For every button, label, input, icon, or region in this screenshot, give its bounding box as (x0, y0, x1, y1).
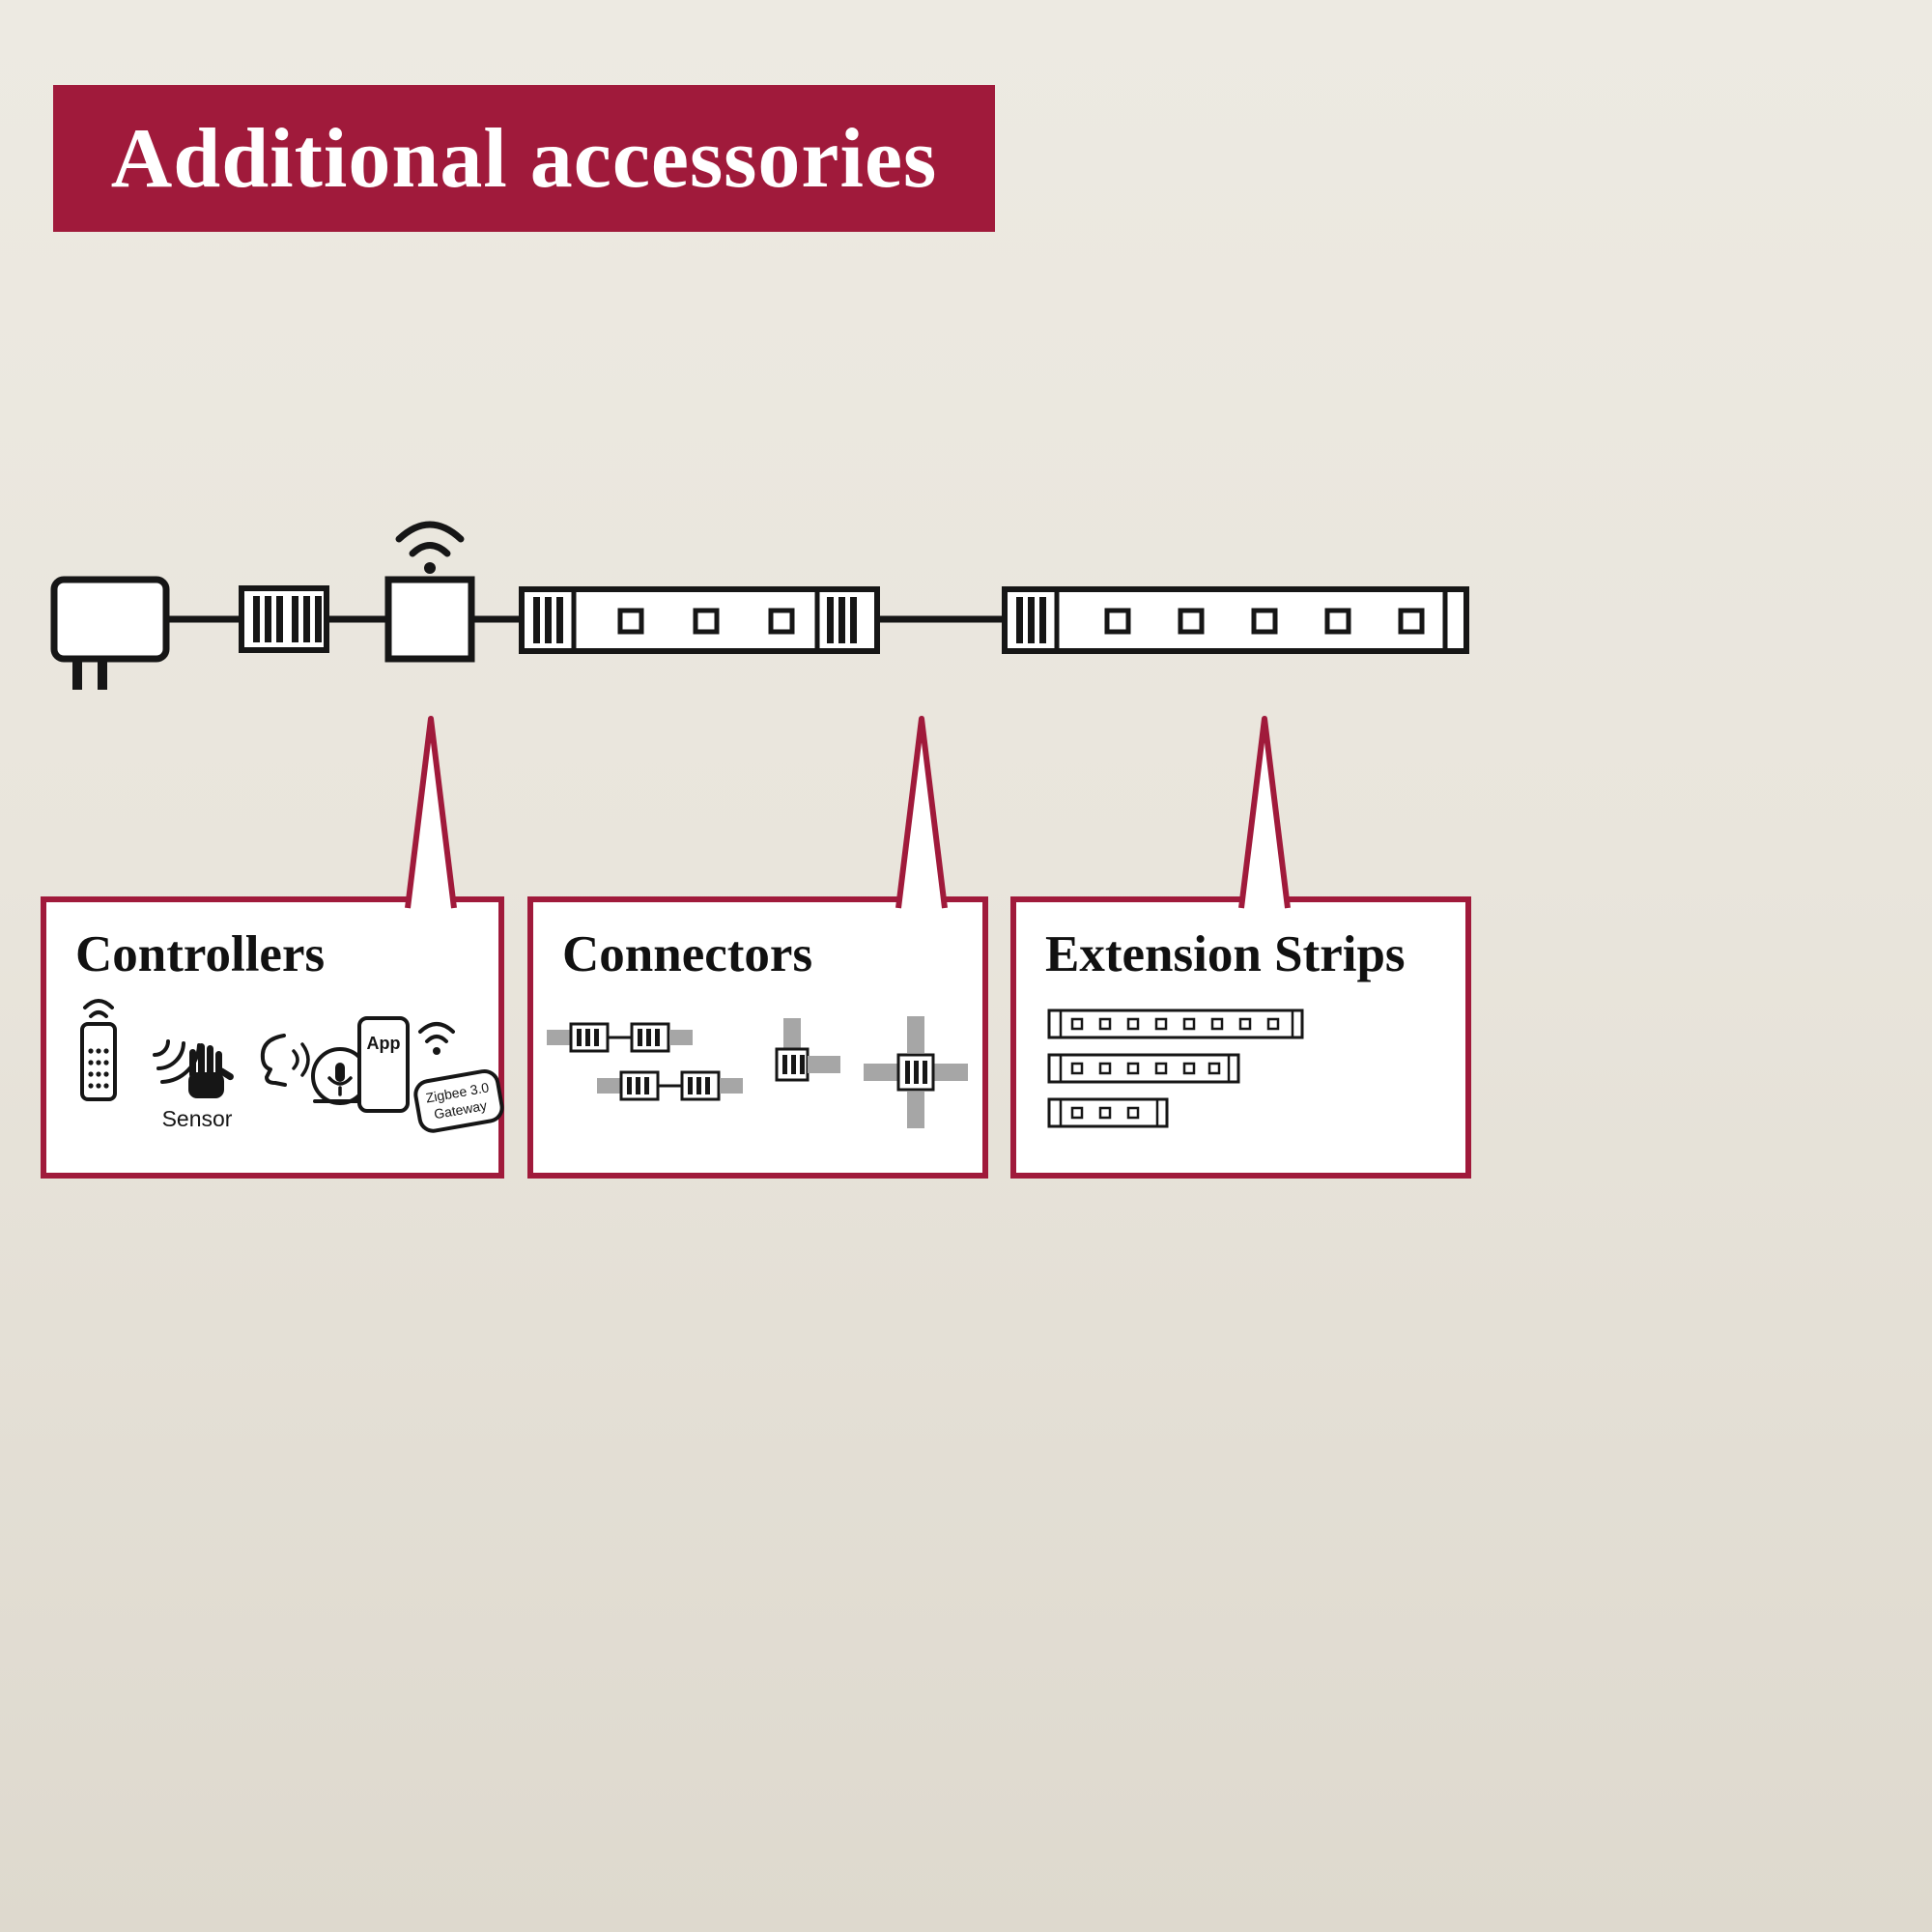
wifi-controller-icon (384, 521, 475, 663)
callout-pointer (895, 716, 948, 909)
connectors-icons (547, 1016, 968, 1128)
page-title: Additional accessories (110, 111, 938, 206)
voice-assistant-icon (260, 1034, 369, 1105)
extension-strip-short-icon (1047, 1097, 1169, 1128)
extension-strips-icons (1047, 1009, 1304, 1128)
callout-title: Extension Strips (1045, 926, 1406, 982)
power-adapter-icon (50, 576, 170, 690)
callout-pointer (1238, 716, 1291, 909)
title-banner: Additional accessories (53, 85, 995, 232)
callout-extension-strips: Extension Strips (1010, 716, 1471, 1179)
led-strip-icon (1002, 586, 1469, 654)
extension-strip-long-icon (1047, 1009, 1304, 1039)
callout-controllers: Controllers (41, 716, 504, 1179)
clip-connector-icon (239, 585, 329, 653)
cross-connector-icon (864, 1016, 968, 1128)
remote-control-icon (80, 999, 117, 1101)
sensor-label: Sensor (162, 1106, 233, 1131)
callout-title: Controllers (75, 926, 326, 982)
controllers-icons: Sensor App Z (80, 999, 504, 1133)
callout-connectors: Connectors (527, 716, 988, 1179)
app-gateway-icon: App Zigbee 3.0 Gateway (357, 1016, 504, 1133)
led-strip-icon (519, 586, 880, 654)
extension-strip-medium-icon (1047, 1053, 1240, 1084)
strip-to-strip-connector-icon (547, 1022, 743, 1101)
motion-sensor-icon: Sensor (153, 1039, 234, 1131)
corner-connector-icon (775, 1018, 840, 1082)
callout-pointer (405, 716, 457, 909)
led-system-diagram (50, 521, 1469, 690)
app-label: App (367, 1034, 401, 1053)
callout-title: Connectors (562, 926, 813, 982)
